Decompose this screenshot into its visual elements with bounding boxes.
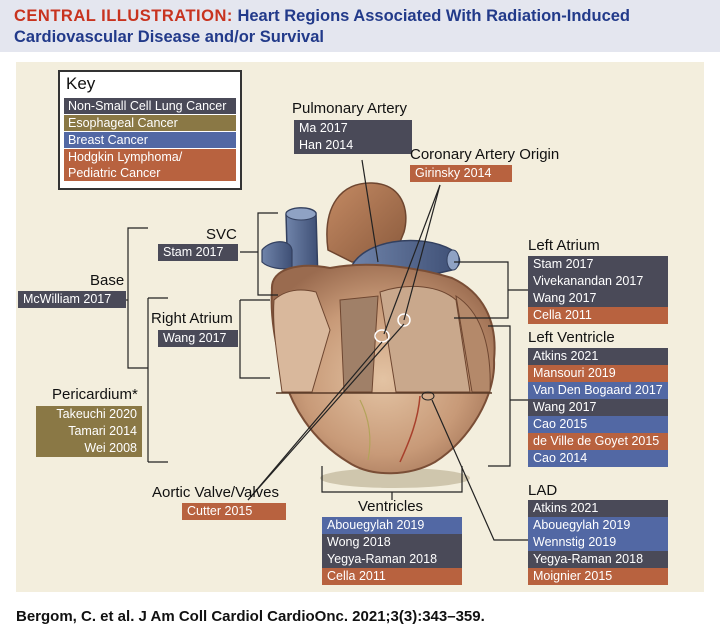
legend-item-nsclc: Non-Small Cell Lung Cancer: [64, 98, 236, 114]
region-title-right-atrium: Right Atrium: [151, 310, 233, 327]
citation: Bergom, C. et al. J Am Coll Cardiol Card…: [16, 608, 485, 625]
study-base-1: McWilliam 2017: [18, 291, 126, 308]
legend-title: Key: [66, 74, 96, 93]
region-title-pericardium: Pericardium*: [52, 386, 138, 403]
legend-item-hodgkin-line2: Pediatric Cancer: [68, 166, 161, 180]
header-text: CENTRAL ILLUSTRATION: Heart Regions Asso…: [14, 6, 714, 48]
region-title-left-ventricle: Left Ventricle: [528, 329, 615, 346]
region-title-svc: SVC: [206, 226, 237, 243]
study-lv-5: Cao 2015: [528, 416, 668, 433]
study-la-3: Wang 2017: [528, 290, 668, 307]
left-atrium-shape: [379, 285, 471, 393]
region-title-coronary-origin: Coronary Artery Origin: [410, 146, 560, 163]
study-svc-1: Stam 2017: [158, 244, 238, 261]
study-lad-2: Abouegylah 2019: [528, 517, 668, 534]
study-vent-1: Abouegylah 2019: [322, 517, 462, 534]
study-lad-1: Atkins 2021: [528, 500, 668, 517]
lad-origin-marker: [421, 391, 435, 401]
study-la-4: Cella 2011: [528, 307, 668, 324]
coronary-origin-marker: [397, 313, 411, 327]
pulmonary-vein-left-shape: [261, 241, 293, 270]
right-atrium-shape: [273, 289, 331, 393]
left-ventricle-wall: [455, 294, 491, 393]
study-la-1: Stam 2017: [528, 256, 668, 273]
header-title: Heart Regions Associated With Radiation-…: [14, 7, 631, 46]
region-title-base: Base: [90, 272, 125, 289]
legend-item-hodgkin: Hodgkin Lymphoma/ Pediatric Cancer: [64, 149, 236, 181]
aortic-root-shape: [339, 295, 379, 393]
study-peri-3: Wei 2008: [36, 440, 142, 457]
header-banner: CENTRAL ILLUSTRATION: Heart Regions Asso…: [0, 0, 720, 52]
region-title-left-atrium: Left Atrium: [528, 237, 600, 254]
study-lv-2: Mansouri 2019: [528, 365, 668, 382]
region-title-lad: LAD: [528, 482, 558, 499]
study-ra-1: Wang 2017: [158, 330, 238, 347]
connector-lines: [126, 159, 528, 541]
study-lad-4: Yegya-Raman 2018: [528, 551, 668, 568]
study-coronary-1: Girinsky 2014: [410, 165, 512, 182]
study-vent-4: Cella 2011: [322, 568, 462, 585]
region-title-ventricles: Ventricles: [358, 498, 424, 515]
study-lad-5: Moignier 2015: [528, 568, 668, 585]
study-peri-1: Takeuchi 2020: [36, 406, 142, 423]
study-peri-2: Tamari 2014: [36, 423, 142, 440]
region-title-aortic-valve: Aortic Valve/Valves: [152, 484, 279, 501]
study-lv-3: Van Den Bogaard 2017: [528, 382, 668, 399]
header-prefix: CENTRAL ILLUSTRATION:: [14, 7, 233, 25]
heart-shadow: [320, 468, 470, 488]
study-lad-3: Wennstig 2019: [528, 534, 668, 551]
study-lv-6: de Ville de Goyet 2015: [528, 433, 668, 450]
pulmonary-artery-opening: [446, 249, 460, 271]
legend-key: Key Non-Small Cell Lung Cancer Esophagea…: [58, 70, 242, 190]
study-vent-2: Wong 2018: [322, 534, 462, 551]
region-title-pulmonary-artery: Pulmonary Artery: [292, 100, 408, 117]
svc-opening: [285, 207, 317, 221]
legend-item-esophageal: Esophageal Cancer: [64, 115, 236, 131]
aorta-shape: [326, 182, 407, 263]
lad-vessel: [399, 395, 421, 463]
study-av-1: Cutter 2015: [182, 503, 286, 520]
study-vent-3: Yegya-Raman 2018: [322, 551, 462, 568]
study-lv-1: Atkins 2021: [528, 348, 668, 365]
legend-item-hodgkin-line1: Hodgkin Lymphoma/: [68, 150, 183, 164]
surface-vessel: [359, 399, 371, 461]
study-lv-4: Wang 2017: [528, 399, 668, 416]
study-pa-2: Han 2014: [294, 137, 412, 154]
study-pa-1: Ma 2017: [294, 120, 412, 137]
study-la-2: Vivekanandan 2017: [528, 273, 668, 290]
study-lv-7: Cao 2014: [528, 450, 668, 467]
legend-item-breast: Breast Cancer: [64, 132, 236, 148]
